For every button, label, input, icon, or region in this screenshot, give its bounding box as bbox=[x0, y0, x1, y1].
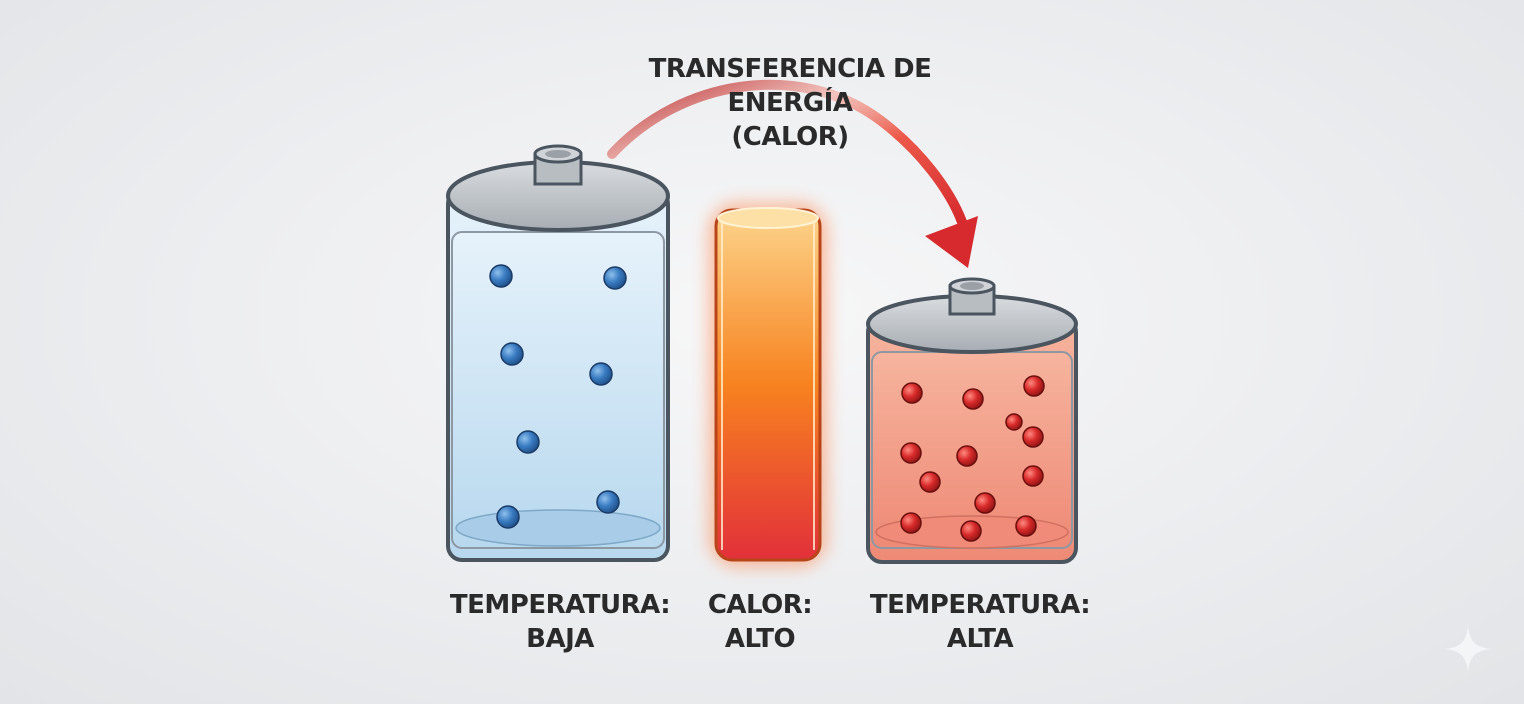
title-line-1: TRANSFERENCIA DE bbox=[648, 54, 932, 84]
heat-transfer-arrow bbox=[607, 79, 978, 268]
label-line-1: TEMPERATURA: bbox=[869, 590, 1091, 620]
label-line-1: TEMPERATURA: bbox=[449, 590, 671, 620]
right-container-label: TEMPERATURA: ALTA bbox=[850, 588, 1110, 656]
right-container bbox=[866, 277, 1078, 564]
left-container bbox=[446, 144, 670, 562]
label-line-2: ALTO bbox=[724, 624, 796, 654]
diagram-title: TRANSFERENCIA DE ENERGÍA (CALOR) bbox=[560, 52, 1020, 154]
label-line-2: BAJA bbox=[526, 624, 594, 654]
sparkle-icon bbox=[1445, 626, 1491, 672]
label-line-2: ALTA bbox=[946, 624, 1014, 654]
heat-rod bbox=[708, 202, 828, 568]
left-container-label: TEMPERATURA: BAJA bbox=[430, 588, 690, 656]
cold-particles bbox=[489, 264, 627, 529]
hot-particles bbox=[900, 375, 1045, 542]
label-line-1: CALOR: bbox=[707, 590, 813, 620]
heat-rod-label: CALOR: ALTO bbox=[700, 588, 820, 656]
title-line-2: ENERGÍA bbox=[727, 88, 853, 118]
title-line-3: (CALOR) bbox=[731, 122, 849, 152]
